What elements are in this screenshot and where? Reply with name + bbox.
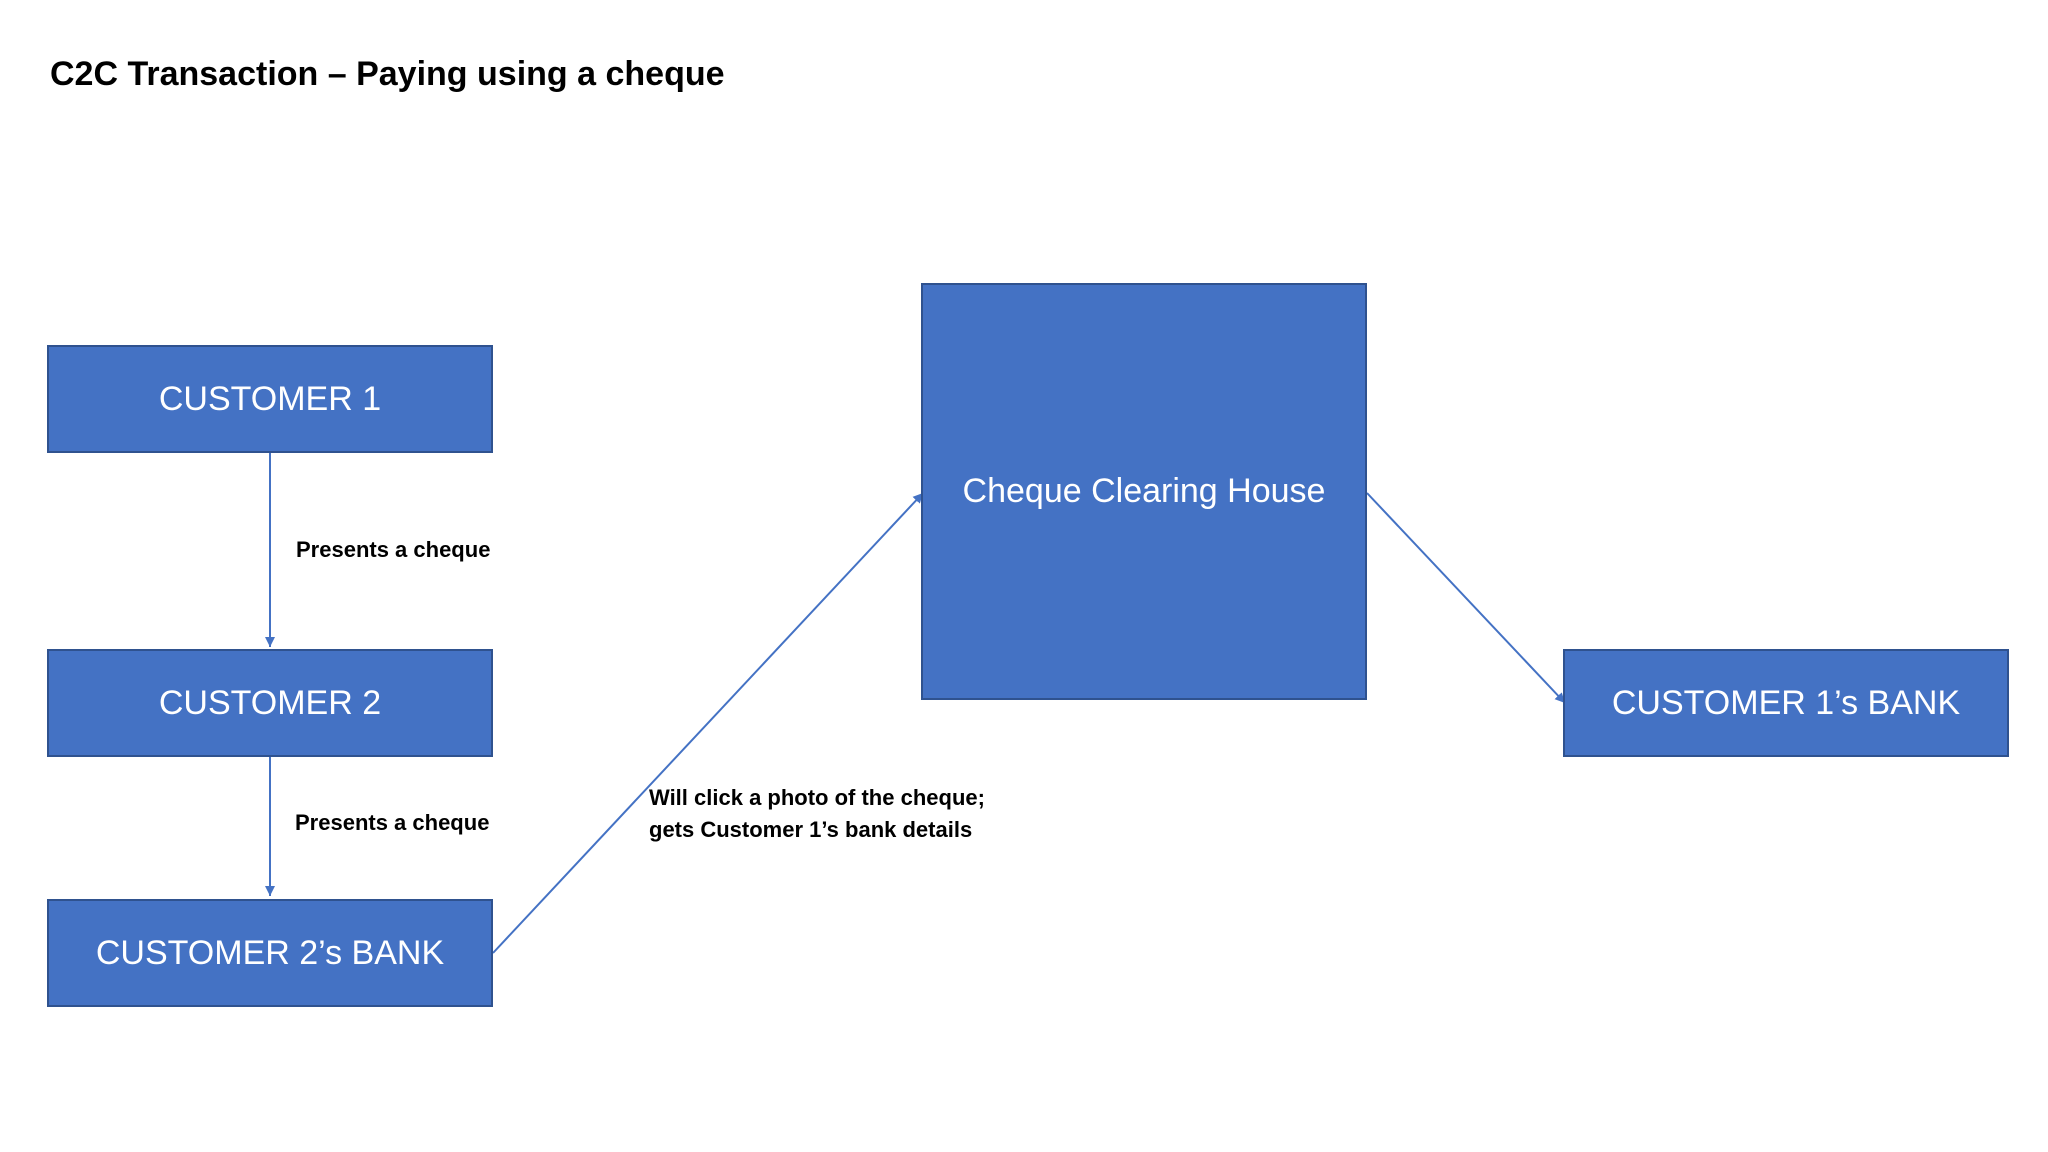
customer2-node: CUSTOMER 2 (47, 649, 493, 757)
arrow-customer2-bank-to-clearing-house (492, 492, 924, 954)
customer1-node: CUSTOMER 1 (47, 345, 493, 453)
label-bank2-to-clearing: Will click a photo of the cheque; gets C… (649, 782, 985, 846)
label-c1-to-c2: Presents a cheque (296, 537, 491, 562)
diagram-title: C2C Transaction – Paying using a cheque (50, 55, 725, 93)
customer1-bank-node: CUSTOMER 1’s BANK (1563, 649, 2009, 757)
arrow-clearing-house-to-customer1-bank (1366, 492, 1566, 704)
customer2-bank-node: CUSTOMER 2’s BANK (47, 899, 493, 1007)
label-bank2-to-clearing-line1: Will click a photo of the cheque; (649, 785, 985, 810)
label-c2-to-bank2: Presents a cheque (295, 810, 490, 835)
label-bank2-to-clearing-line2: gets Customer 1’s bank details (649, 817, 973, 842)
clearing-house-node: Cheque Clearing House (921, 283, 1367, 700)
